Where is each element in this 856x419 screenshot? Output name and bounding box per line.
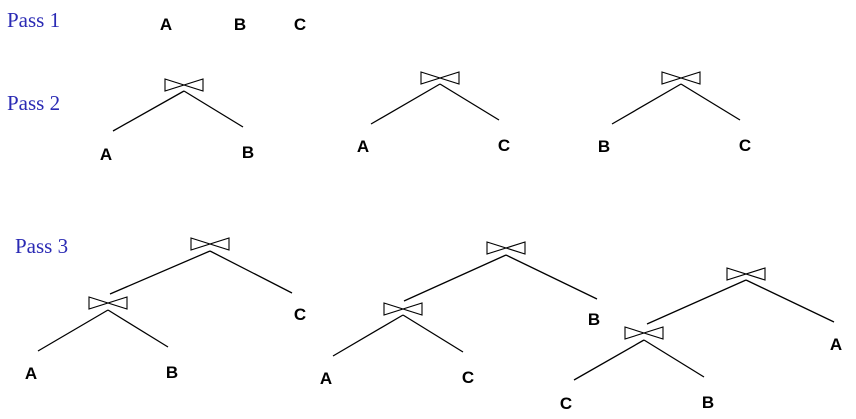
pass-2-label: Pass 2 [7,91,60,115]
tree-edge [112,90,185,132]
tree-edge [646,279,747,325]
relation-label: B [588,310,600,329]
relation-label: C [294,15,306,34]
relation-label: A [160,15,172,34]
relation-label: C [498,136,510,155]
relation-label: A [357,137,369,156]
tree-edge [680,83,741,121]
tree-edge [745,279,835,323]
tree-edge [505,254,598,300]
pass-3-tree-1: C A B [25,237,306,383]
pass-2-tree-2: A C [357,71,510,156]
tree-edge [107,309,169,348]
bowtie-join-icon [661,71,701,85]
tree-edge [643,339,705,378]
relation-label: C [739,136,751,155]
tree-edge [370,83,441,125]
relation-label: B [234,15,246,34]
relation-label: C [560,394,572,413]
relation-label: A [320,369,332,388]
pass-3-tree-3: A C B [560,267,842,413]
bowtie-join-icon [190,237,230,251]
relation-label: B [702,393,714,412]
tree-edge [183,90,244,128]
relation-label: C [462,368,474,387]
tree-edge [439,83,500,121]
pass-2-tree-1: A B [100,78,254,164]
relation-label: B [598,137,610,156]
pass-3-tree-2: B A C [320,241,600,388]
tree-edge [209,250,293,294]
bowtie-join-icon [383,302,423,316]
tree-edge [332,314,404,357]
bowtie-join-icon [88,296,128,310]
tree-edge [403,254,507,302]
tree-edge [109,250,211,295]
pass-1-relations: A B C [160,15,306,34]
relation-label: C [294,305,306,324]
pass-2-tree-3: B C [598,71,751,156]
pass-1-label: Pass 1 [7,8,60,32]
bowtie-join-icon [486,241,526,255]
relation-label: B [242,143,254,162]
relation-label: A [25,364,37,383]
tree-edge [402,314,464,353]
tree-edge [37,309,109,352]
relation-label: A [100,145,112,164]
tree-edge [611,83,682,125]
relation-label: B [166,363,178,382]
bowtie-join-icon [726,267,766,281]
bowtie-join-icon [624,326,664,340]
bowtie-join-icon [164,78,204,92]
tree-edge [573,339,645,381]
pass-3-label: Pass 3 [15,234,68,258]
relation-label: A [830,335,842,354]
bowtie-join-icon [420,71,460,85]
